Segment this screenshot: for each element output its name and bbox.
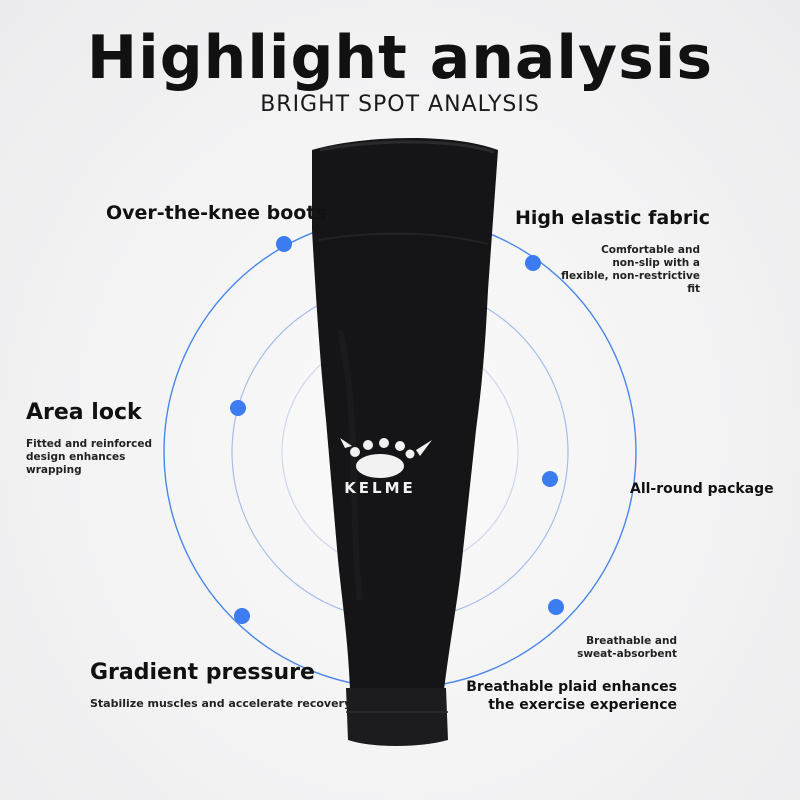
gradient-desc: Stabilize muscles and accelerate recover… [90,697,352,710]
dot-breathable [548,599,564,615]
breathable-title-line: the exercise experience [488,697,677,713]
breathable-desc-line: sweat-absorbent [577,648,677,660]
page-subtitle: BRIGHT SPOT ANALYSIS [260,92,540,117]
elastic-desc-line: fit [687,283,700,295]
breathable-title: Breathable plaid enhances the exercise e… [466,678,677,714]
elastic-desc-line: flexible, non-restrictive [561,270,700,282]
dot-over-knee [276,236,292,252]
dot-gradient [234,608,250,624]
elastic-desc-line: Comfortable and [601,244,700,256]
elastic-title: High elastic fabric [515,207,710,229]
gradient-title: Gradient pressure [90,660,315,685]
area-lock-desc-line: Fitted and reinforced [26,438,153,450]
dot-elastic [525,255,541,271]
dot-all-round [542,471,558,487]
area-lock-desc-line: wrapping [26,464,82,476]
elastic-desc: Comfortable and non-slip with a flexible… [561,244,700,296]
area-lock-desc-line: design enhances [26,451,126,463]
leg-sleeve: KELME [312,137,498,746]
elastic-desc-line: non-slip with a [612,257,700,269]
dot-area-lock [230,400,246,416]
logo-text: KELME [344,479,416,497]
page-title: Highlight analysis [86,23,714,93]
breathable-desc-line: Breathable and [586,635,677,647]
kelme-paw-logo-icon [340,438,432,478]
area-lock-title: Area lock [26,400,142,425]
all-round-title: All-round package [630,481,774,497]
breathable-title-line: Breathable plaid enhances [466,679,677,695]
over-knee-title: Over-the-knee boots [106,202,327,224]
breathable-desc: Breathable and sweat-absorbent [577,635,677,661]
area-lock-desc: Fitted and reinforced design enhances wr… [26,438,152,477]
